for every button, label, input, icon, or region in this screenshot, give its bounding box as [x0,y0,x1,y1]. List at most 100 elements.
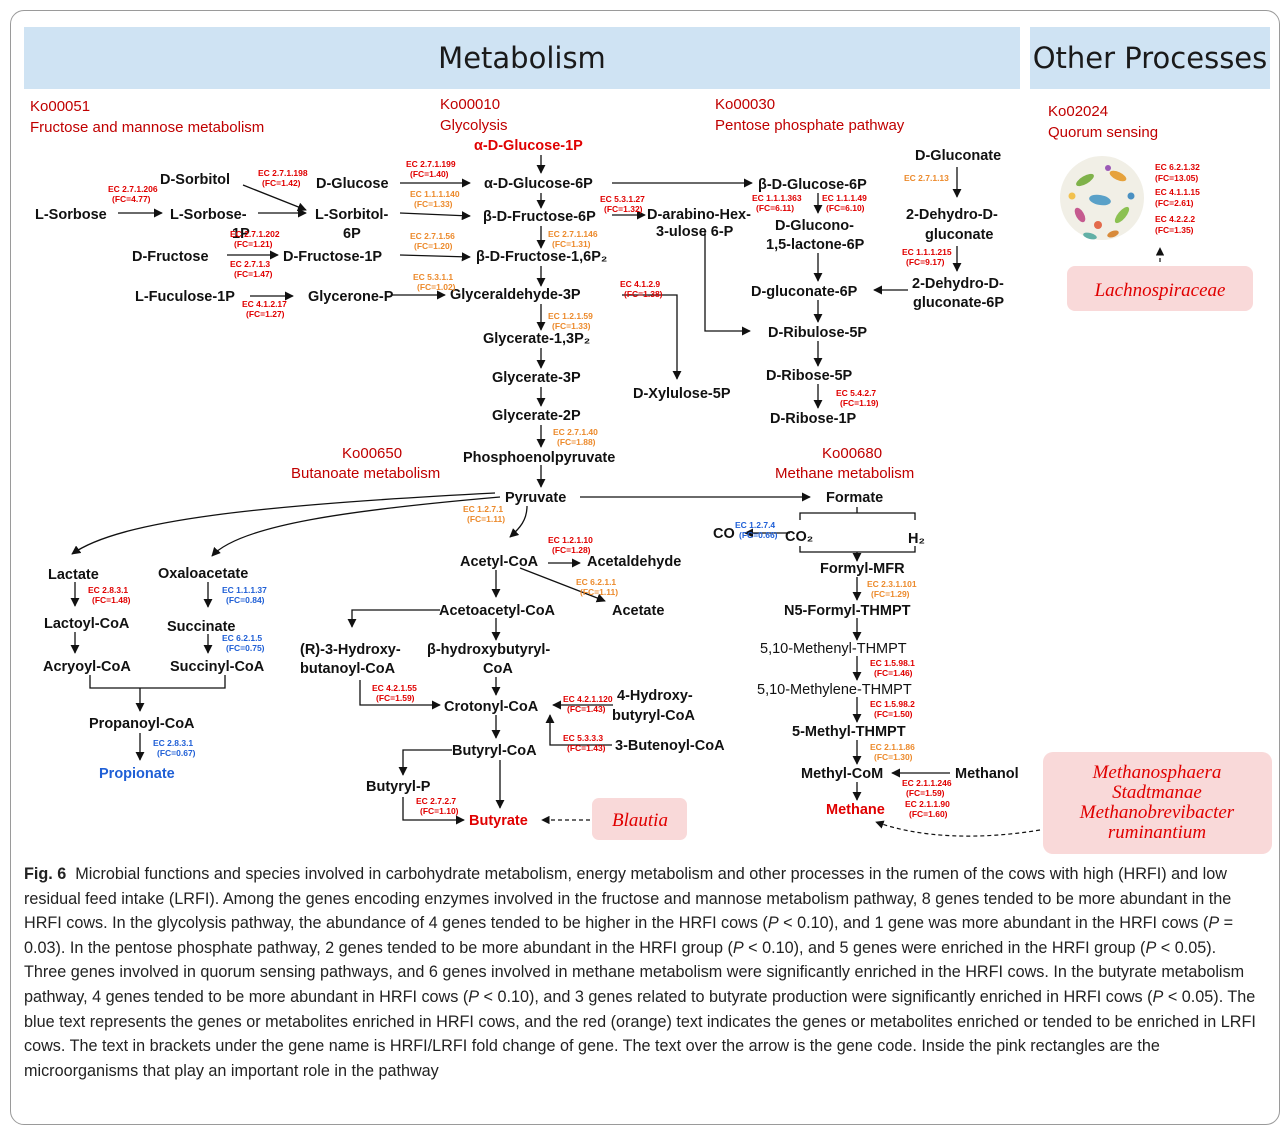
node-5-methyl-thmpt: 5-Methyl-THMPT [792,724,906,740]
enzyme-label: EC 2.7.1.198(FC=1.42) [258,168,308,188]
node-succinyl-coa: Succinyl-CoA [170,659,265,675]
node-alpha-d-glucose-1p: α-D-Glucose-1P [474,138,583,154]
node-d-fructose: D-Fructose [132,249,209,265]
node-co: CO [713,526,735,542]
ec-code: EC 1.2.1.10 [548,535,593,545]
enzyme-label: EC 6.2.1.5(FC=0.75) [222,633,265,653]
node-oxaloacetate: Oxaloacetate [158,566,248,582]
node-d-ribose-1p: D-Ribose-1P [770,411,857,427]
fold-change: (FC=1.28) [552,545,591,555]
node-acetoacetyl-coa: Acetoacetyl-CoA [439,603,556,619]
enzyme-label: EC 2.8.3.1(FC=0.67) [153,738,196,758]
ec-code: EC 1.5.98.2 [870,699,915,709]
methane-nodes: Formate CO CO₂ H₂ Formyl-MFR N5-Formyl-T… [713,490,1019,818]
fold-change: (FC=0.75) [226,643,265,653]
node-15-lactone-6p: 1,5-lactone-6P [766,237,865,253]
dashed-arrow [875,820,1041,837]
node-butyryl-coa: Butyryl-CoA [452,743,537,759]
enzyme-label: EC 2.1.1.86(FC=1.30) [870,742,915,762]
figure-label: Fig. 6 [24,865,67,883]
ec-code: EC 2.7.1.146 [548,229,598,239]
ec-code: EC 2.1.1.86 [870,742,915,752]
enzyme-label: EC 1.2.1.59(FC=1.33) [548,311,593,331]
fold-change: (FC=1.02) [417,282,456,292]
node-d-fructose-1p: D-Fructose-1P [283,249,382,265]
node-3-butenoyl-coa: 3-Butenoyl-CoA [615,738,725,754]
node-l-fuculose-1p: L-Fuculose-1P [135,289,235,305]
ec-code: EC 2.7.1.56 [410,231,455,241]
enzyme-label: EC 2.7.1.146(FC=1.31) [548,229,598,249]
enzyme-label: EC 2.7.2.7(FC=1.10) [416,796,459,816]
node-beta-hydroxybutyryl-coa: CoA [483,661,513,677]
arrow [398,749,452,776]
fold-change: (FC=1.60) [909,809,948,819]
pathway-id-ko00650: Ko00650 [342,445,402,462]
node-3-ulose-6p: 3-ulose 6-P [656,224,734,240]
node-glycerate-3p: Glycerate-3P [492,370,581,386]
fold-change: (FC=9.17) [906,257,945,267]
node-l-sorbose: L-Sorbose [35,207,107,223]
arrow [242,184,307,212]
pathway-diagram: Ko00051 Fructose and mannose metabolism … [30,96,1272,854]
fold-change: (FC=1.31) [552,239,591,249]
enzyme-label: EC 2.7.1.56(FC=1.20) [410,231,455,251]
arrow [402,797,465,825]
enzyme-label: EC 1.2.7.1(FC=1.11) [463,504,505,524]
microbe-blautia: Blautia [612,810,668,831]
ec-code: EC 2.1.1.90 [905,799,950,809]
microbe-boxes: Lachnospiraceae Blautia Methanosphaera S… [592,266,1272,854]
pathway-id-ko00680: Ko00680 [822,445,882,462]
microbe-lachnospiraceae: Lachnospiraceae [1094,280,1226,301]
enzyme-label: EC 1.1.1.140(FC=1.33) [410,189,460,209]
enzyme-labels: EC 2.7.1.206(FC=4.77)EC 2.7.1.198(FC=1.4… [88,159,952,819]
enzyme-label: EC 2.1.1.90(FC=1.60) [905,799,950,819]
fold-change: (FC=1.88) [557,437,596,447]
node-methane: Methane [826,802,885,818]
caption-text-7: < 0.05). The blue text represents the ge… [24,987,1256,1080]
node-succinate: Succinate [167,619,236,635]
fold-change: (FC=1.21) [234,239,273,249]
fold-change: (FC=1.43) [567,704,606,714]
pathway-id-ko02024: Ko02024 [1048,103,1108,120]
fold-change: (FC=1.59) [906,788,945,798]
node-acetate: Acetate [612,603,664,619]
enzyme-label: EC 5.4.2.7(FC=1.19) [836,388,879,408]
fold-change: (FC=1.33) [552,321,591,331]
ec-code: EC 1.1.1.37 [222,585,267,595]
enzyme-label: EC 4.1.2.9(FC=1.38) [620,279,663,299]
microbe-methanosphaera: Methanosphaera [1092,762,1222,783]
enzyme-label: EC 1.1.1.363(FC=6.11) [752,193,802,213]
enzyme-label: EC 5.3.3.3(FC=1.43) [563,733,606,753]
microbe-stadtmanae: Stadtmanae [1112,782,1202,803]
caption-p-5: P [468,987,480,1006]
node-h2: H₂ [908,531,925,547]
fold-change: (FC=1.11) [467,514,505,524]
ec-code: EC 4.1.2.17 [242,299,287,309]
pathway-name-fructose: Fructose and mannose metabolism [30,119,264,136]
node-propanoyl-coa: Propanoyl-CoA [89,716,195,732]
pathway-name-glycolysis: Glycolysis [440,117,508,134]
ec-code: EC 1.1.1.140 [410,189,460,199]
ec-code: EC 2.8.3.1 [153,738,193,748]
arrow [545,714,612,746]
enzyme-label: EC 2.7.1.40(FC=1.88) [553,427,598,447]
node-propionate: Propionate [99,766,175,782]
node-beta-d-glucose-6p: β-D-Glucose-6P [758,177,867,193]
node-d-xylulose-5p: D-Xylulose-5P [633,386,731,402]
pathway-name-quorum: Quorum sensing [1048,124,1158,141]
node-co2: CO₂ [785,529,813,545]
microbes-illustration-icon [1060,156,1144,240]
arrow [359,680,441,710]
fold-change: (FC=4.77) [112,194,151,204]
fold-change: (FC=1.10) [420,806,459,816]
ec-code: EC 2.7.1.13 [904,173,949,183]
fold-change: (FC=6.10) [826,203,865,213]
node-2-dehydro-d-gluconate-6p-suffix: gluconate-6P [913,295,1004,311]
ec-code: EC 1.2.7.1 [463,504,503,514]
node-butyryl-p: Butyryl-P [366,779,431,795]
caption-p-2: P [1208,914,1220,933]
fold-change: (FC=6.11) [756,203,794,213]
fold-change: (FC=1.29) [871,589,910,599]
node-beta-hydroxybutyryl: β-hydroxybutyryl- [427,642,550,658]
arrow [211,496,501,557]
